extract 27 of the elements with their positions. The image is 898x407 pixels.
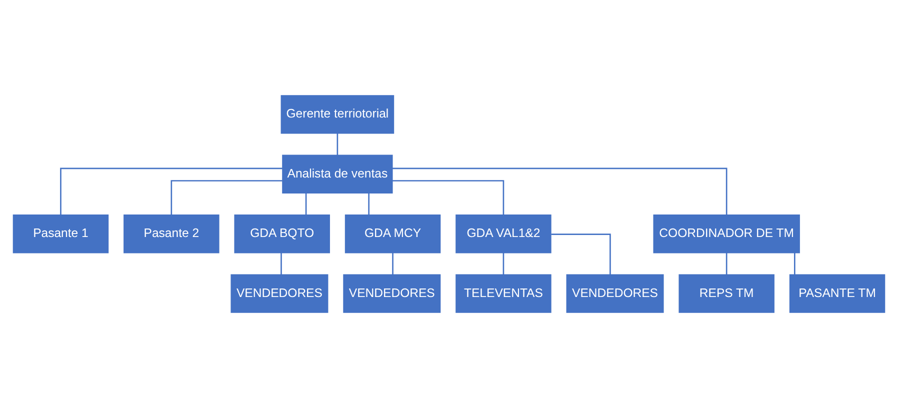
- node-box: REPS TM: [678, 274, 774, 312]
- node-box: VENDEDORES: [566, 274, 664, 312]
- connector: [336, 132, 338, 155]
- connector: [392, 180, 504, 214]
- connector: [280, 252, 282, 274]
- connector: [170, 180, 282, 214]
- connector: [392, 167, 728, 214]
- node-box: GDA MCY: [344, 214, 441, 253]
- node-box: PASANTE TM: [789, 274, 886, 312]
- connector: [392, 252, 394, 274]
- connector: [502, 252, 504, 274]
- node-box: Pasante 2: [124, 214, 220, 253]
- node-box: VENDEDORES: [343, 274, 441, 312]
- connector: [305, 192, 307, 214]
- node-box: Analista de ventas: [282, 154, 393, 193]
- node-box: GDA BQTO: [234, 214, 330, 253]
- connector: [368, 192, 370, 214]
- node-box: TELEVENTAS: [456, 274, 552, 312]
- node-box: Gerente terriotorial: [280, 94, 394, 134]
- node-box: VENDEDORES: [230, 274, 328, 312]
- connector: [726, 252, 728, 274]
- node-box: GDA VAL1&2: [456, 214, 552, 253]
- connector: [551, 233, 611, 274]
- connector: [60, 167, 282, 214]
- node-box: Pasante 1: [12, 214, 109, 253]
- connector: [794, 252, 796, 274]
- node-box: COORDINADOR DE TM: [653, 214, 800, 253]
